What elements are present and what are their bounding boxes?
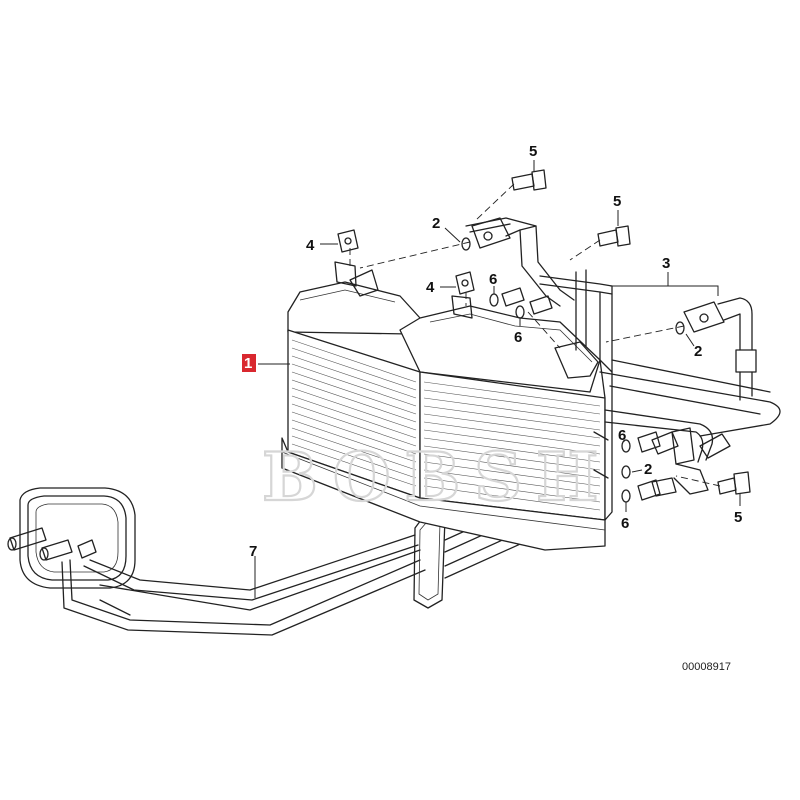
callout-2-lower: 2 [644, 461, 652, 478]
cooler-pipes [465, 217, 781, 497]
callout-6-top: 6 [489, 271, 497, 288]
cooler-fins-left [291, 339, 417, 487]
callout-6-lower: 6 [618, 427, 626, 444]
cooler-fins-right [423, 381, 601, 511]
callout-5-top: 5 [529, 143, 537, 160]
callout-2-right: 2 [694, 343, 702, 360]
callout-4-left: 4 [306, 237, 315, 254]
callout-6-mid: 6 [514, 329, 522, 346]
fasteners [337, 169, 751, 503]
callout-2-top: 2 [432, 215, 440, 232]
callout-1-highlight [242, 354, 256, 372]
leader-lines [254, 160, 741, 598]
assembly-guides [349, 183, 721, 487]
callout-6-bottom: 6 [621, 515, 629, 532]
callout-7: 7 [249, 543, 257, 560]
diagram-part-number: 00008917 [682, 661, 731, 673]
oil-cooler [281, 261, 613, 551]
callout-3: 3 [662, 255, 670, 272]
callout-5-lower: 5 [734, 509, 742, 526]
callout-4-middle: 4 [426, 279, 435, 296]
callout-labels: 1 2 2 2 3 4 4 5 5 5 6 6 6 6 7 [242, 143, 742, 560]
callout-1: 1 [244, 355, 252, 372]
watermark-text: BOBSH [262, 438, 612, 516]
callout-5-middle: 5 [613, 193, 621, 210]
